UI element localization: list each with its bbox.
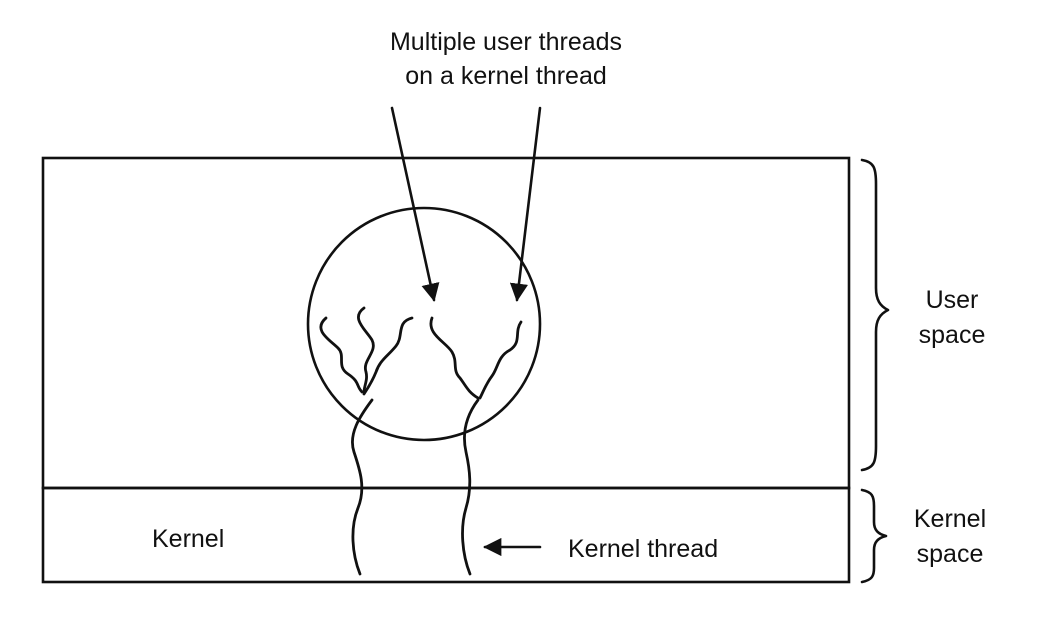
kernel-label: Kernel <box>152 525 224 553</box>
pointer-arrow-right <box>509 106 542 302</box>
kernel-thread-1 <box>351 398 374 576</box>
user-space-label-line-2: space <box>919 321 986 349</box>
kernel-space-brace <box>860 488 888 584</box>
kernel-thread-2 <box>461 398 480 576</box>
user-thread-4 <box>429 316 480 400</box>
process-circle <box>306 206 542 442</box>
user-space-label-line-1: User <box>926 286 979 314</box>
pointer-arrow-left <box>390 106 440 302</box>
user-thread-1 <box>319 316 364 394</box>
kernel-space-label-line-2: space <box>917 540 984 568</box>
kernel-space-box <box>41 486 851 584</box>
title-line-1: Multiple user threads <box>390 28 622 56</box>
kernel-space-label-line-1: Kernel <box>914 505 986 533</box>
user-space-brace <box>860 158 890 472</box>
user-thread-3 <box>362 316 414 396</box>
title-line-2: on a kernel thread <box>405 62 607 90</box>
user-thread-5 <box>478 320 523 400</box>
user-thread-2 <box>357 306 375 394</box>
kernel-thread-label: Kernel thread <box>568 535 718 563</box>
